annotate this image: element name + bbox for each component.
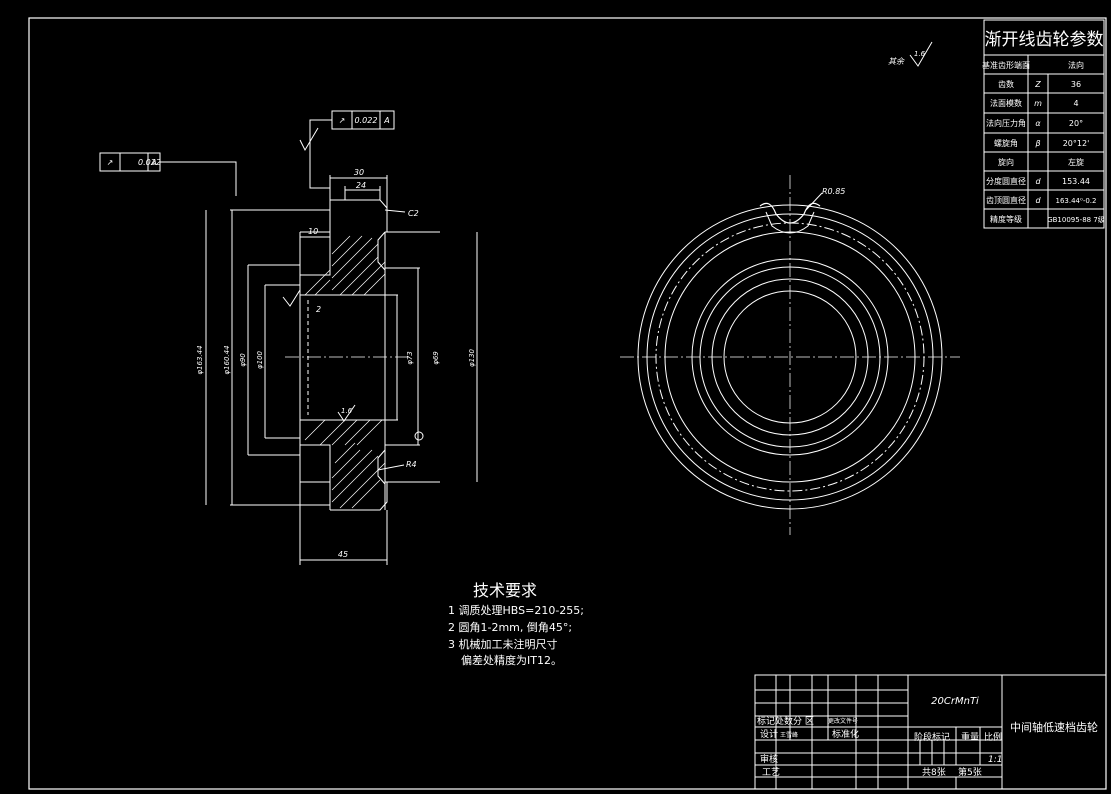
title-block-revision-row: 标记处数分 区: [757, 715, 814, 727]
tech-req-line-4: 偏差处精度为IT12。: [461, 653, 562, 667]
dim-groove: 10: [308, 227, 318, 236]
roughness-symbol-rest: [909, 41, 933, 67]
param-row-5-value: 左旋: [1068, 157, 1084, 167]
drawing-border: [28, 17, 1107, 790]
dim-step: 2: [316, 305, 321, 314]
gear-front-view: [620, 175, 960, 535]
param-row-2-value: 4: [1073, 99, 1078, 108]
param-row-8-value: GB10095-88 7级: [1047, 215, 1105, 224]
param-row-3-value: 20°: [1069, 119, 1083, 128]
dim-dia-5: φ69: [432, 351, 440, 365]
param-row-3-symbol: α: [1035, 119, 1041, 128]
param-row-3-name: 法向压力角: [986, 118, 1026, 128]
tol-top-value: 0.022: [355, 116, 378, 125]
param-row-7-value: 163.44⁰-0.2: [1056, 197, 1097, 205]
title-block-material: 20CrMnTi: [931, 696, 979, 707]
rough-side-value: 1.6: [341, 407, 353, 415]
title-block-designer-label: 设计: [760, 728, 778, 740]
dim-radius-small: R4: [406, 460, 417, 469]
title-block-review: 审核: [760, 753, 778, 765]
param-row-1-symbol: Z: [1034, 80, 1041, 89]
dim-bore: φ73: [406, 351, 414, 365]
title-block-part-name: 中间轴低速档齿轮: [1010, 720, 1098, 734]
tech-req-title: 技术要求: [473, 581, 537, 600]
param-row-4-value: 20°12': [1063, 139, 1090, 148]
tech-req-line-1: 1 调质处理HBS=210-255;: [448, 604, 584, 617]
title-block-weight: 重量: [961, 731, 979, 743]
tech-req-line-3: 3 机械加工未注明尺寸: [448, 637, 558, 651]
title-block-change-doc: 更改文件号: [828, 717, 858, 725]
dim-chamfer: C2: [408, 209, 419, 218]
param-row-0-value: 法向: [1068, 60, 1084, 70]
param-row-6-name: 分度圆直径: [986, 176, 1026, 186]
param-table-title: 渐开线齿轮参数: [985, 30, 1104, 50]
gear-section-view: [99, 110, 478, 565]
tol-top-datum: A: [383, 116, 389, 125]
param-row-7-name: 齿顶圆直径: [986, 195, 1026, 205]
param-row-1-name: 齿数: [998, 79, 1014, 89]
dim-dia-2: φ160.44: [223, 345, 231, 374]
param-row-0-name: 基准齿形端面: [982, 60, 1030, 70]
rest-roughness-note: 其余: [888, 57, 905, 66]
title-block-designer: 王雪峰: [780, 731, 798, 739]
tech-req-line-2: 2 圆角1-2mm, 倒角45°;: [448, 621, 572, 634]
param-row-1-value: 36: [1071, 80, 1081, 89]
title-block-stage-mark: 阶段标记: [914, 731, 950, 743]
rest-roughness-value: 1.6: [914, 50, 926, 58]
dim-width-top: 30: [354, 168, 364, 177]
title-block-process: 工艺: [762, 767, 780, 778]
tol-left-value: 0.022: [138, 158, 161, 167]
dim-tooth-radius: R0.85: [822, 187, 845, 196]
gear-parameter-table: [983, 19, 1105, 229]
tol-left-datum: A: [150, 158, 156, 167]
param-row-8-name: 精度等级: [990, 214, 1022, 224]
param-row-5-name: 旋向: [998, 157, 1014, 167]
dim-dia-4: φ100: [256, 350, 264, 369]
param-row-2-symbol: m: [1034, 99, 1042, 108]
title-block-scale-label: 比例: [984, 731, 1002, 743]
param-row-2-name: 法面模数: [990, 98, 1022, 108]
tol-top-symbol-icon: ↗: [339, 116, 346, 125]
title-block: [754, 674, 1107, 790]
dim-dia-3: φ90: [239, 353, 247, 367]
param-row-4-symbol: β: [1034, 139, 1040, 148]
title-block-sheets: 共8张: [922, 767, 946, 778]
dim-width-inner: 24: [356, 181, 366, 190]
dim-dia-1: φ163.44: [196, 345, 204, 374]
dim-bottom-width: 45: [338, 550, 348, 559]
tol-left-symbol-icon: ↗: [107, 158, 114, 167]
title-block-standardize: 标准化: [832, 728, 859, 740]
param-row-6-symbol: d: [1035, 177, 1041, 186]
param-row-7-symbol: d: [1035, 196, 1041, 205]
param-row-6-value: 153.44: [1062, 177, 1090, 186]
title-block-sheet-no: 第5张: [958, 766, 982, 778]
title-block-scale: 1:1: [988, 755, 1002, 765]
param-row-4-name: 螺旋角: [994, 138, 1018, 148]
dim-dia-6: φ130: [468, 348, 476, 367]
